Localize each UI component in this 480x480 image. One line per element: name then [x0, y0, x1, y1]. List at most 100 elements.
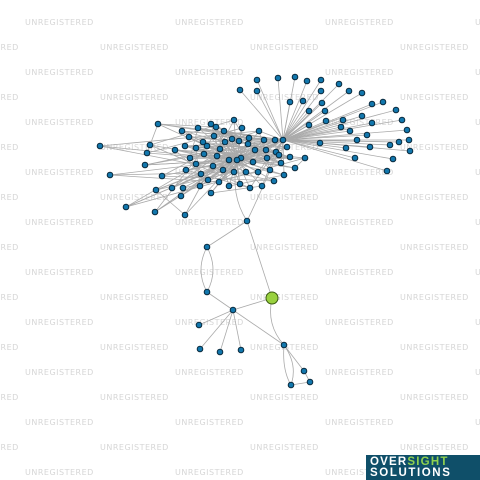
graph-edge — [219, 309, 234, 353]
graph-node — [196, 345, 204, 353]
graph-node — [262, 146, 270, 154]
graph-node — [280, 171, 288, 179]
graph-node — [291, 164, 299, 172]
graph-node — [345, 87, 353, 95]
graph-node — [300, 367, 308, 375]
graph-edge — [282, 90, 350, 141]
graph-node — [351, 154, 359, 162]
graph-edge — [282, 110, 326, 141]
graph-node — [358, 89, 366, 97]
graph-node — [219, 166, 227, 174]
graph-node — [379, 98, 387, 106]
graph-node — [321, 107, 329, 115]
graph-node — [346, 127, 354, 135]
graph-node — [303, 77, 311, 85]
graph-node — [185, 133, 193, 141]
graph-edge — [210, 185, 263, 194]
graph-node — [275, 151, 283, 159]
graph-edge — [149, 119, 235, 146]
graph-node — [322, 117, 330, 125]
graph-node — [358, 112, 366, 120]
graph-node — [406, 147, 414, 155]
graph-node — [368, 100, 376, 108]
node-group — [96, 73, 414, 389]
graph-edge — [232, 309, 242, 351]
graph-node — [216, 145, 224, 153]
graph-node — [186, 154, 194, 162]
graph-node — [158, 172, 166, 180]
logo-word-sight: SIGHT — [407, 456, 449, 468]
graph-edge — [236, 139, 284, 161]
graph-node — [306, 378, 314, 386]
graph-node — [225, 182, 233, 190]
graph-edge — [256, 79, 284, 141]
graph-edge — [199, 309, 234, 350]
graph-node — [251, 146, 259, 154]
graph-node — [366, 143, 374, 151]
graph-edge — [282, 139, 347, 149]
graph-node — [230, 116, 238, 124]
graph-edge — [109, 174, 220, 183]
graph-edge — [232, 309, 285, 346]
graph-node — [236, 86, 244, 94]
graph-node — [280, 341, 288, 349]
graph-node — [255, 127, 263, 135]
graph-edge — [149, 144, 238, 161]
graph-node — [263, 154, 271, 162]
graph-edge — [234, 159, 248, 222]
graph-node — [335, 80, 343, 88]
graph-node — [233, 156, 241, 164]
graph-edge — [282, 139, 394, 160]
graph-node — [238, 124, 246, 132]
graph-node — [386, 141, 394, 149]
graph-edge — [282, 139, 391, 146]
graph-node — [245, 134, 253, 142]
graph-edge — [154, 135, 215, 213]
graph-node — [181, 211, 189, 219]
graph-edge — [239, 89, 284, 141]
graph-node — [203, 142, 211, 150]
graph-edge — [198, 309, 234, 326]
graph-edge — [280, 139, 284, 164]
graph-node — [141, 161, 149, 169]
graph-node — [318, 99, 326, 107]
graph-edge — [282, 130, 351, 141]
graph-node — [177, 192, 185, 200]
graph-node — [203, 288, 211, 296]
graph-node — [106, 171, 114, 179]
graph-node — [230, 168, 238, 176]
graph-edge — [282, 119, 403, 141]
graph-node — [154, 120, 162, 128]
graph-node — [146, 141, 154, 149]
graph-node — [221, 138, 229, 146]
graph-node — [143, 149, 151, 157]
graph-node — [228, 135, 236, 143]
graph-node — [291, 73, 299, 81]
graph-edge — [282, 100, 304, 141]
graph-edge — [216, 149, 256, 157]
graph-edge — [282, 101, 384, 141]
graph-node — [196, 182, 204, 190]
graph-node — [271, 136, 279, 144]
graph-edge — [184, 159, 238, 216]
graph-node — [207, 120, 215, 128]
graph-edge — [282, 134, 368, 141]
graph-edge — [282, 80, 308, 141]
graph-node — [192, 160, 200, 168]
graph-node — [279, 136, 287, 144]
graph-edge — [277, 77, 284, 141]
graph-node — [229, 306, 237, 314]
graph-node — [277, 159, 285, 167]
graph-node — [243, 217, 251, 225]
graph-node — [212, 123, 220, 131]
graph-node — [220, 127, 228, 135]
graph-edge — [149, 144, 251, 189]
graph-edge — [256, 90, 284, 141]
graph-edge — [181, 130, 276, 141]
graph-node — [317, 76, 325, 84]
oversight-solutions-logo: OVERSIGHT SOLUTIONS — [366, 455, 480, 480]
graph-edge — [182, 159, 238, 189]
graph-edge — [246, 220, 273, 299]
graph-node — [237, 346, 245, 354]
graph-edge — [282, 122, 373, 141]
